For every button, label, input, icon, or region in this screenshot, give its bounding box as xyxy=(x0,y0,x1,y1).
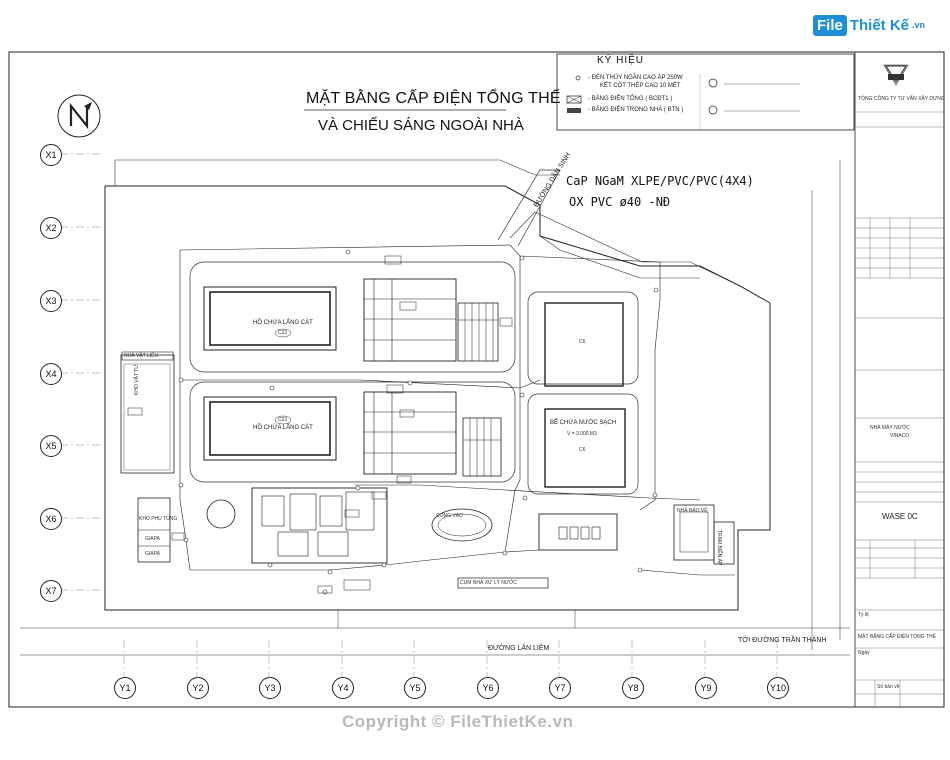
axis-x2: X2 xyxy=(40,217,62,239)
tank-label: BỂ CHỨA NƯỚC SẠCH xyxy=(550,420,617,426)
station-label: CỤM NHÀ XỬ LÝ NƯỚC xyxy=(460,580,517,586)
axis-x7: X7 xyxy=(40,580,62,602)
logo-file: File xyxy=(813,14,847,36)
parts-store-label: KHO PHỤ TÙNG xyxy=(139,516,178,522)
logo-suffix: .vn xyxy=(912,20,926,30)
giapa-label-2: GIAPA xyxy=(145,551,160,557)
tb-date-label: Ngày xyxy=(858,650,870,656)
legend-item-main-panel: - BẢNG ĐIỆN TỔNG ( BCĐT1 ) xyxy=(588,96,673,102)
axis-x5: X5 xyxy=(40,435,62,457)
basin-1-code: C22 xyxy=(278,330,288,336)
tb-scale-label: Tỷ lệ xyxy=(858,612,869,618)
drawing-subtitle: VÀ CHIẾU SÁNG NGOÀI NHÀ xyxy=(318,117,524,134)
tb-sheet-number-label: Số bản vẽ xyxy=(877,684,900,690)
axis-x6: X6 xyxy=(40,508,62,530)
axis-y3: Y3 xyxy=(259,677,281,699)
company-logo xyxy=(883,64,909,86)
cable-spec: CaP NGaM XLPE/PVC/PVC(4X4) xyxy=(566,174,754,188)
basin-2-code: C22 xyxy=(278,417,288,423)
guard-house-label: NHÀ BẢO VỆ xyxy=(677,508,708,514)
north-arrow-icon xyxy=(57,94,101,138)
substation-label: TRẠM BIẾN ÁP xyxy=(716,530,722,566)
material-house-label: NHÀ VẬT LIỆU xyxy=(124,353,159,359)
copyright-watermark: Copyright © FileThietKe.vn xyxy=(342,712,574,731)
drawing-title: MẶT BẰNG CẤP ĐIỆN TỔNG THỂ xyxy=(306,90,561,107)
road-bottom-right-label: TỚI ĐƯỜNG TRẦN THÀNH xyxy=(738,637,827,644)
tb-sheet-name: MẶT BẰNG CẤP ĐIỆN TỔNG THỂ xyxy=(858,634,936,640)
axis-y8: Y8 xyxy=(622,677,644,699)
axis-y1: Y1 xyxy=(114,677,136,699)
tb-owner: VINACO xyxy=(890,433,910,439)
axis-y4: Y4 xyxy=(332,677,354,699)
basin-1-label: HỒ CHỨA LẮNG CÁT xyxy=(253,320,313,326)
site-logo: File Thiết Kế .vn xyxy=(813,10,925,40)
basin-2-label: HỒ CHỨA LẮNG CÁT xyxy=(253,425,313,431)
axis-y9: Y9 xyxy=(695,677,717,699)
legend-item-indoor-panel: - BẢNG ĐIỆN TRONG NHÀ ( BTN ) xyxy=(588,107,684,113)
axis-x4: X4 xyxy=(40,363,62,385)
axis-y6: Y6 xyxy=(477,677,499,699)
gate-label: CỔNG VÀO xyxy=(436,513,463,519)
axis-y5: Y5 xyxy=(404,677,426,699)
tb-company: TỔNG CÔNG TY TƯ VẤN XÂY DỰNG xyxy=(858,96,945,102)
axis-y2: Y2 xyxy=(187,677,209,699)
tb-project: NHÀ MÁY NƯỚC xyxy=(870,425,910,431)
tb-drawing-code: WASE 0C xyxy=(882,512,918,521)
road-bottom-label: ĐƯỜNG LÂN LIÊM xyxy=(488,645,550,652)
store-label: KHO VẬT TƯ xyxy=(134,364,140,395)
legend-item-pole: KẾT CỘT THÉP CAO 10 MÉT xyxy=(600,83,681,89)
logo-text: Thiết Kế xyxy=(849,16,910,34)
conduit-spec: OX PVC ø40 -NĐ xyxy=(569,195,671,209)
legend-item-lamp: - ĐÈN THỦY NGÂN CAO ÁP 250W xyxy=(588,75,683,81)
axis-x3: X3 xyxy=(40,290,62,312)
axis-x1: X1 xyxy=(40,144,62,166)
axis-y10: Y10 xyxy=(767,677,789,699)
tank-volume: V = 3.000 M3 xyxy=(567,431,597,437)
tank-1-code: C6 xyxy=(579,339,586,345)
giapa-label-1: GIAPA xyxy=(145,536,160,542)
legend-heading: KÝ HIỆU xyxy=(597,55,645,66)
axis-y7: Y7 xyxy=(549,677,571,699)
tank-2-code: C6 xyxy=(579,447,586,453)
